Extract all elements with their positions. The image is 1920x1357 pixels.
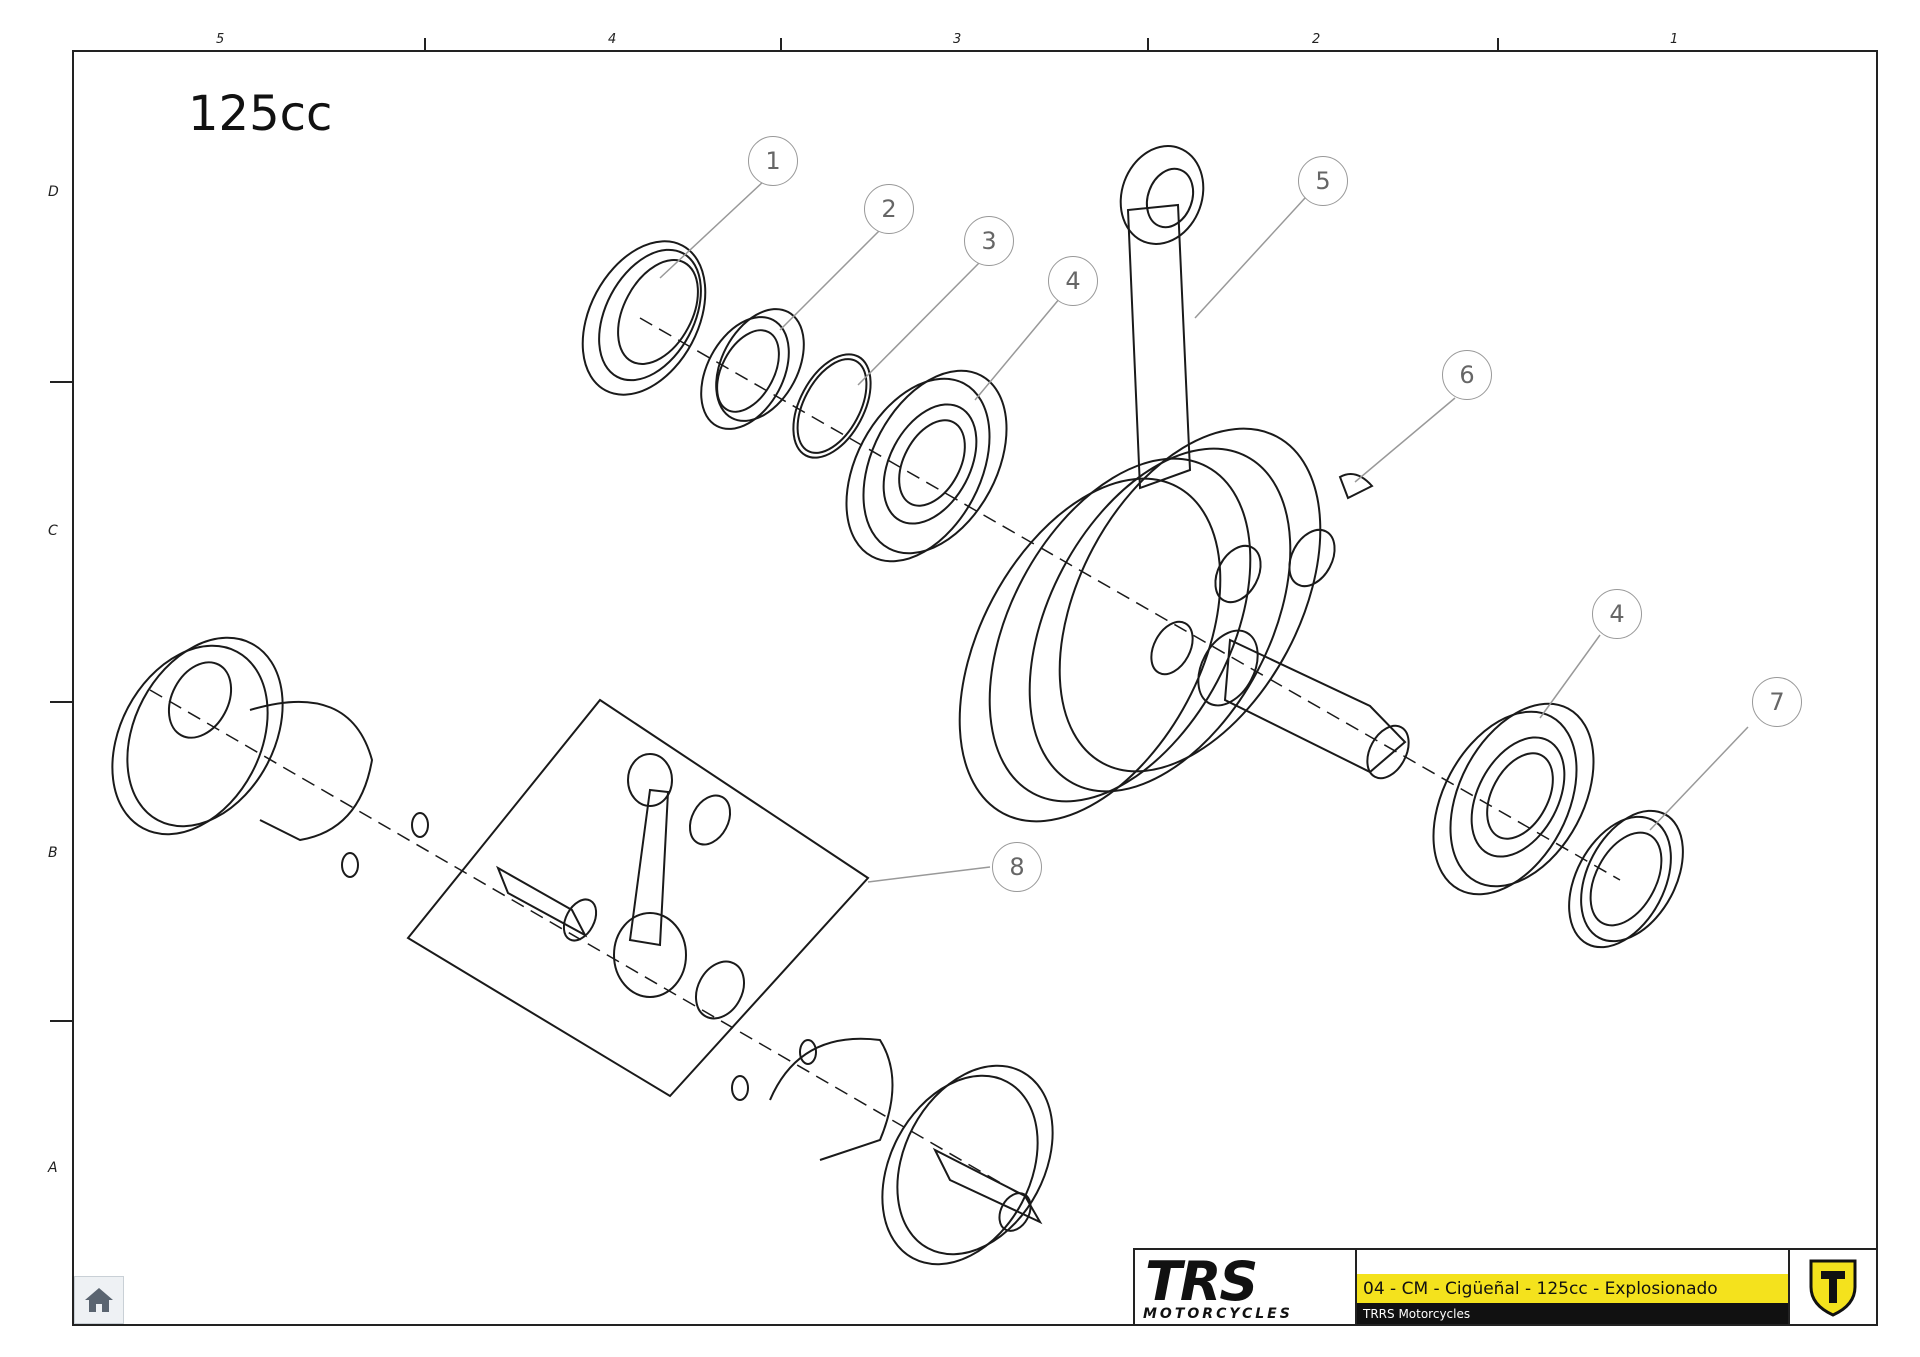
column-label: 1 (1670, 32, 1679, 47)
title-block-text: 04 - CM - Cigüeñal - 125cc - Explosionad… (1357, 1250, 1790, 1324)
column-label: 3 (953, 32, 962, 47)
drawing-frame (72, 50, 1878, 1326)
part-4-bearing (845, 369, 1008, 563)
callout-6: 6 (1442, 350, 1492, 400)
logo-wordmark: TRS (1145, 1250, 1258, 1313)
column-label: 2 (1312, 32, 1321, 47)
title-block: TRS MOTORCYCLES 04 - CM - Cigüeñal - 125… (1133, 1248, 1878, 1326)
callout-1: 1 (748, 136, 798, 186)
grid-tick (50, 701, 72, 703)
row-label: A (48, 1160, 58, 1176)
home-icon (85, 1288, 113, 1312)
callout-4: 4 (1048, 256, 1098, 306)
row-label: C (48, 523, 58, 539)
left-flywheel-half (111, 636, 429, 878)
column-label: 4 (608, 32, 617, 47)
trs-logo: TRS MOTORCYCLES (1135, 1250, 1357, 1324)
callout-3: 3 (964, 216, 1014, 266)
grid-tick (50, 1020, 72, 1022)
callout-4-right: 4 (1592, 589, 1642, 639)
exploded-axis (149, 689, 1031, 1201)
grid-tick (780, 38, 782, 52)
part-3-o-ring (792, 353, 872, 459)
grid-tick (50, 381, 72, 383)
callout-7: 7 (1752, 677, 1802, 727)
logo-subtitle: MOTORCYCLES (1143, 1306, 1293, 1322)
trrs-shield-icon (1790, 1250, 1876, 1324)
callout-5: 5 (1298, 156, 1348, 206)
right-flywheel-half (731, 1037, 1054, 1266)
grid-tick (424, 38, 426, 52)
callout-8: 8 (992, 842, 1042, 892)
row-label: B (48, 845, 58, 861)
part-2-bushing (700, 308, 805, 430)
part-8-rebuild-kit (406, 698, 870, 1098)
part-4-bearing-right (1432, 702, 1595, 896)
column-label: 5 (216, 32, 225, 47)
part-7-oil-seal (1568, 809, 1684, 949)
grid-tick (1497, 38, 1499, 52)
row-label: D (48, 184, 59, 200)
part-6-woodruff-key (1338, 473, 1374, 500)
company-name: TRRS Motorcycles (1357, 1303, 1788, 1324)
home-button[interactable] (74, 1276, 124, 1324)
drawing-description: 04 - CM - Cigüeñal - 125cc - Explosionad… (1357, 1274, 1788, 1303)
part-5-crankshaft (958, 145, 1410, 823)
grid-tick (1147, 38, 1149, 52)
sheet-title: 125cc (188, 86, 333, 142)
exploded-axis (639, 317, 1621, 881)
part-1-oil-seal (581, 240, 707, 396)
callout-2: 2 (864, 184, 914, 234)
